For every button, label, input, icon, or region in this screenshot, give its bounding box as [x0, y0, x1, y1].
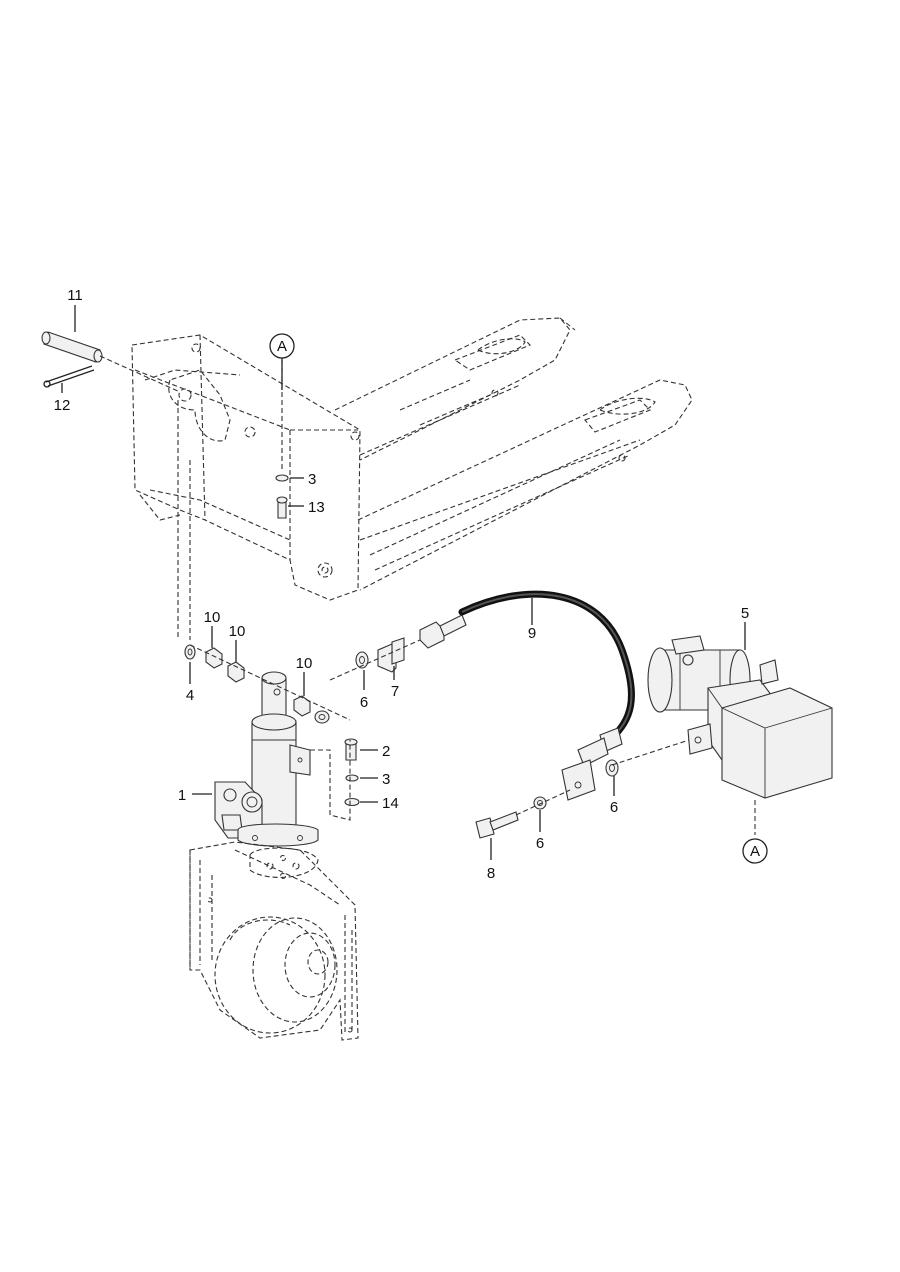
callout-14: 14 [382, 795, 399, 812]
washer-14 [344, 797, 360, 807]
washer-3-top [275, 474, 289, 482]
washer-6-right [605, 759, 619, 777]
callout-7: 7 [391, 683, 399, 700]
bushings-10 [184, 644, 330, 724]
cotter-pin-12 [43, 365, 95, 388]
axis-screw-bracket [310, 740, 351, 821]
callout-6-bottom: 6 [536, 835, 544, 852]
callout-6-left: 6 [360, 694, 368, 711]
washer-6-bottom [533, 796, 547, 810]
axis-pin-cylinder [189, 644, 351, 721]
leader-lines [61, 305, 746, 860]
callout-12: 12 [54, 397, 71, 414]
callout-3-mid: 3 [382, 771, 390, 788]
lift-cylinder-1 [214, 671, 319, 847]
callout-5: 5 [741, 605, 749, 622]
power-unit-5 [647, 635, 833, 799]
callout-2: 2 [382, 743, 390, 760]
callout-3-top: 3 [308, 471, 316, 488]
detail-marker-a-top [269, 333, 295, 359]
callout-10-b: 10 [229, 623, 246, 640]
callout-13: 13 [308, 499, 325, 516]
banjo-bolt-8 [475, 811, 519, 839]
drive-unit [189, 841, 359, 1041]
axis-bolt [515, 789, 571, 816]
callout-9: 9 [528, 625, 536, 642]
callout-4: 4 [186, 687, 194, 704]
screw-13 [276, 496, 288, 519]
callout-11: 11 [67, 287, 83, 304]
callout-10-a: 10 [204, 609, 221, 626]
callout-a-bottom: A [750, 843, 760, 860]
callout-8: 8 [487, 865, 495, 882]
washer-6-left [355, 651, 369, 669]
pin-axis-line [99, 355, 181, 393]
callout-10-c: 10 [296, 655, 313, 672]
callout-6-right: 6 [610, 799, 618, 816]
callout-a-top: A [277, 338, 287, 355]
axis-hose-pump [611, 729, 721, 766]
callout-1: 1 [178, 787, 186, 804]
axis-adapter [329, 639, 421, 681]
adapter-7 [377, 637, 405, 673]
pin-11 [41, 331, 103, 363]
washer-3-mid [345, 774, 359, 782]
detail-marker-a-bottom [742, 838, 768, 864]
hydraulic-hose-9 [419, 590, 635, 801]
fork-frame [131, 317, 693, 601]
screw-2 [344, 738, 358, 761]
